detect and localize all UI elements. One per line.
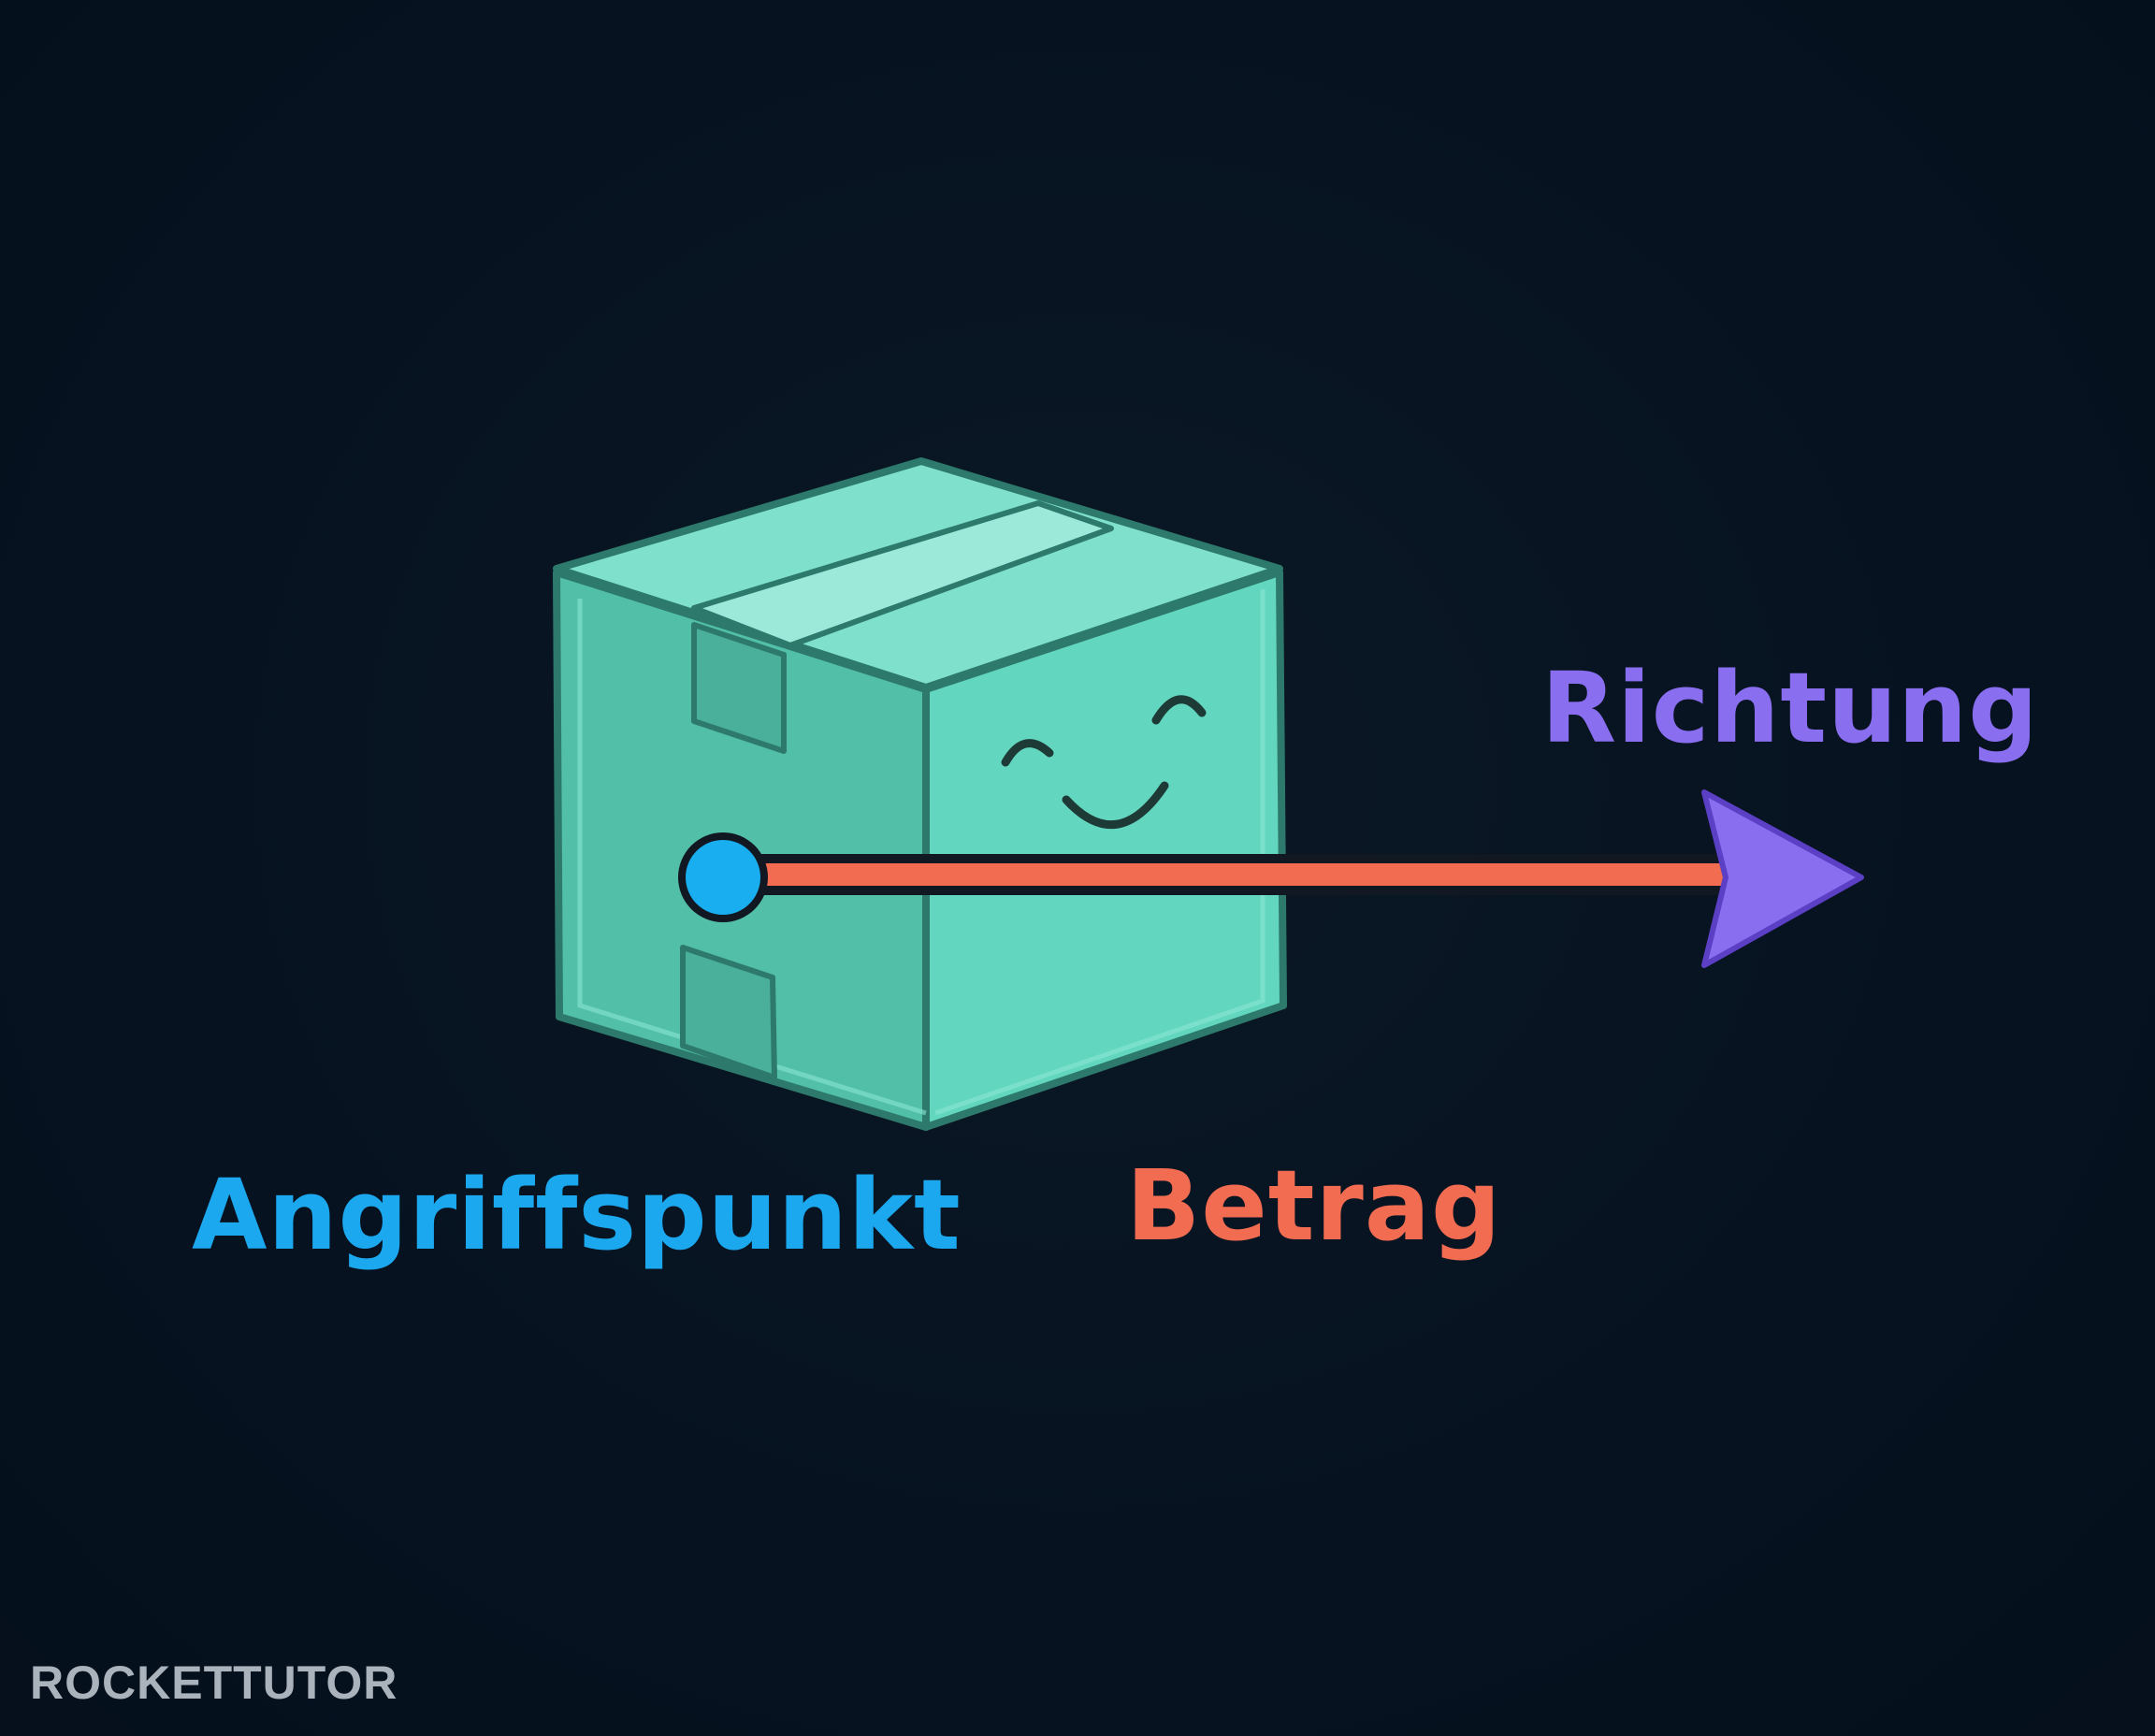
angriffspunkt-label: Angriffspunkt <box>192 1158 962 1272</box>
box-right-eye <box>1151 695 1207 725</box>
box-tape-flap-bottom <box>680 945 777 1080</box>
brand-logo: ROCKETTUTOR <box>30 1656 398 1709</box>
force-vector-line <box>725 863 1737 886</box>
box-highlight-edge <box>577 599 927 1116</box>
richtung-label: Richtung <box>1541 651 2039 765</box>
box-left-eye <box>1001 739 1054 767</box>
arrowhead-icon <box>1701 789 1864 968</box>
box-highlight-edge-right <box>934 589 1266 1116</box>
box-right-face <box>922 569 1287 1131</box>
box-smile <box>1062 781 1169 830</box>
betrag-label: Betrag <box>1126 1149 1502 1263</box>
box-tape-flap-top <box>691 622 787 754</box>
angriffspunkt-dot-fill <box>686 840 760 915</box>
force-vector <box>678 789 1864 968</box>
box-illustration <box>553 457 1287 1131</box>
